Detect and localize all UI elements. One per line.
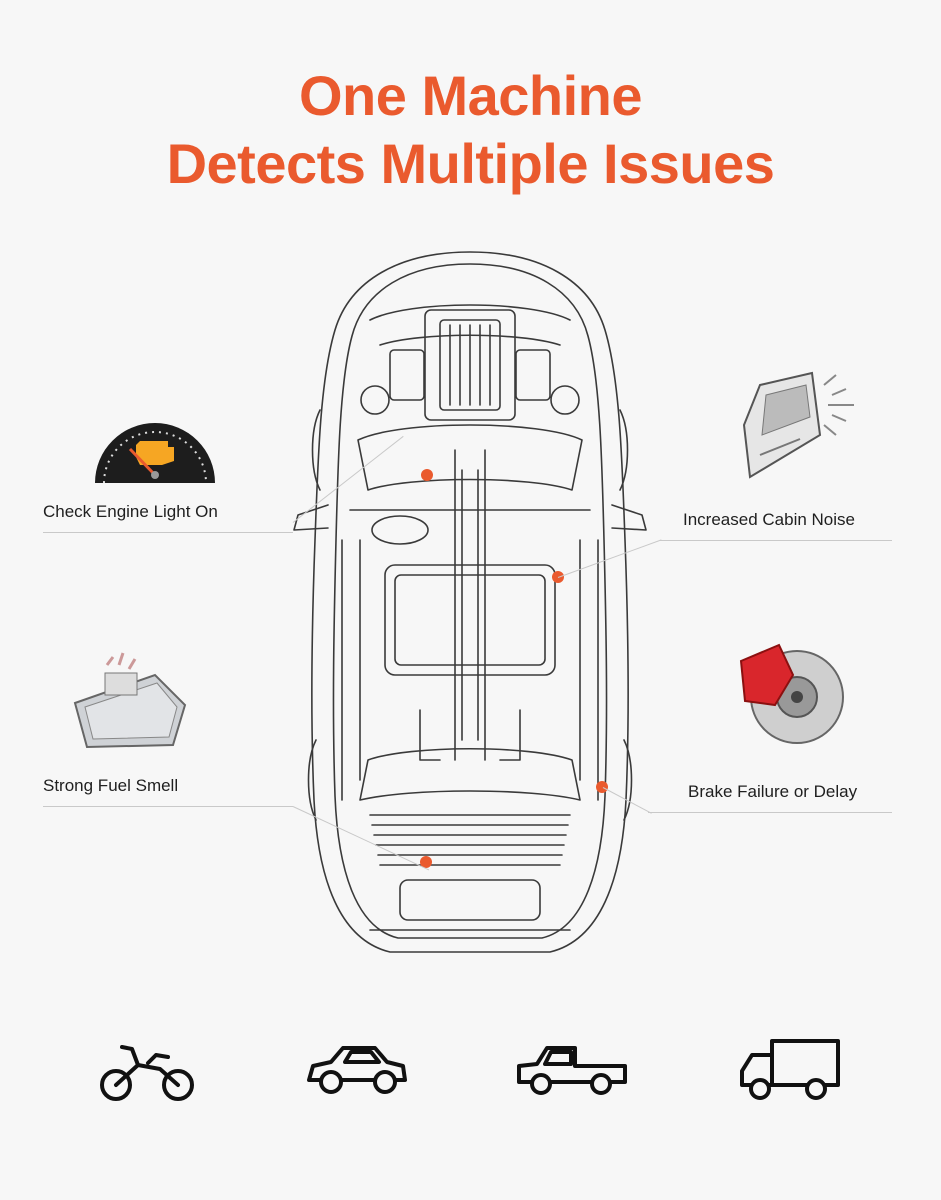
car-icon xyxy=(305,1040,410,1105)
callout-brake-label: Brake Failure or Delay xyxy=(688,782,858,801)
callout-check-engine-label: Check Engine Light On xyxy=(43,502,218,521)
callout-fuel-smell-line xyxy=(43,806,293,807)
callout-check-engine-line xyxy=(43,532,293,533)
page-title: One Machine Detects Multiple Issues xyxy=(0,62,941,198)
callout-cabin-noise-line xyxy=(660,540,892,541)
car-illustration xyxy=(280,240,660,970)
title-line-2: Detects Multiple Issues xyxy=(166,132,775,195)
door-panel-icon xyxy=(740,365,860,485)
callout-fuel-smell-label: Strong Fuel Smell xyxy=(43,776,179,795)
vehicle-types xyxy=(0,1035,941,1115)
brake-disc-icon xyxy=(735,635,845,755)
title-line-1: One Machine xyxy=(298,64,643,127)
fuel-tank-icon xyxy=(65,645,190,760)
check-engine-gauge-icon xyxy=(90,405,220,485)
motorcycle-icon xyxy=(98,1035,198,1110)
callout-brake-line xyxy=(648,812,892,813)
box-truck-icon xyxy=(738,1035,843,1110)
callout-cabin-noise-label: Increased Cabin Noise xyxy=(683,510,855,529)
pickup-truck-icon xyxy=(515,1040,630,1105)
